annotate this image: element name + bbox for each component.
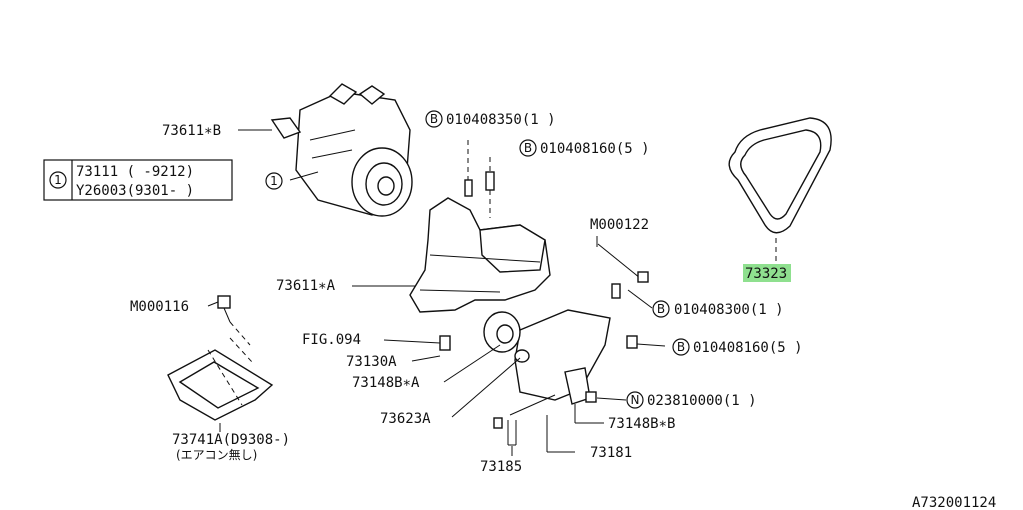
compressor-ref-number: 1 (270, 174, 278, 188)
label-bolt-010408350: 010408350(1 ) (446, 112, 556, 128)
label-bracket-a: 73611∗A (276, 278, 336, 294)
label-m000122: M000122 (590, 217, 649, 233)
label-bolt-010408160-bottom: 010408160(5 ) (693, 340, 803, 356)
label-bolt-73185: 73185 (480, 459, 522, 475)
label-tensioner-73623a: 73623A (380, 411, 431, 427)
label-belt-73323: 73323 (745, 266, 787, 282)
label-bolt-010408160-top: 010408160(5 ) (540, 141, 650, 157)
table-row-1: 73111 ( -9212) (76, 164, 194, 180)
label-compressor-bracket-b: 73611∗B (162, 123, 221, 139)
table-ref-number: 1 (54, 173, 62, 187)
label-spacer-b: 73148B∗B (608, 416, 675, 432)
bolt-badge-icon: B (430, 112, 438, 126)
belt-drawing (728, 117, 832, 262)
reference-table: 1 73111 ( -9212) Y26003(9301- ) (43, 159, 233, 201)
compressor-drawing (270, 83, 413, 217)
diagram-id: A732001124 (912, 495, 996, 510)
label-cover-73741a: 73741A(D9308-) (172, 432, 290, 448)
nut-badge-icon: N (631, 393, 640, 407)
table-row-2: Y26003(9301- ) (76, 183, 194, 199)
label-idler-73130a: 73130A (346, 354, 397, 370)
label-spacer-a: 73148B∗A (352, 375, 420, 391)
part-labels: 73611∗B 010408350(1 ) 010408160(5 ) M000… (130, 112, 996, 510)
bolt-badge-icon: B (524, 141, 532, 155)
bolt-badge-icon: B (677, 340, 685, 354)
label-nut-023810000: 023810000(1 ) (647, 393, 757, 409)
label-bolt-010408300: 010408300(1 ) (674, 302, 784, 318)
label-bolt-73181: 73181 (590, 445, 632, 461)
leader-lines (207, 129, 666, 456)
cover-drawing (167, 337, 274, 421)
label-cover-note: (エアコン無し) (176, 447, 257, 462)
label-m000116: M000116 (130, 299, 189, 315)
badges: B B B B N (425, 110, 690, 409)
highlight-marker (743, 264, 791, 282)
label-fig-094: FIG.094 (302, 332, 361, 348)
hardware-drawing (217, 140, 649, 446)
bracket-drawing (409, 197, 611, 405)
bolt-badge-icon: B (657, 302, 665, 316)
